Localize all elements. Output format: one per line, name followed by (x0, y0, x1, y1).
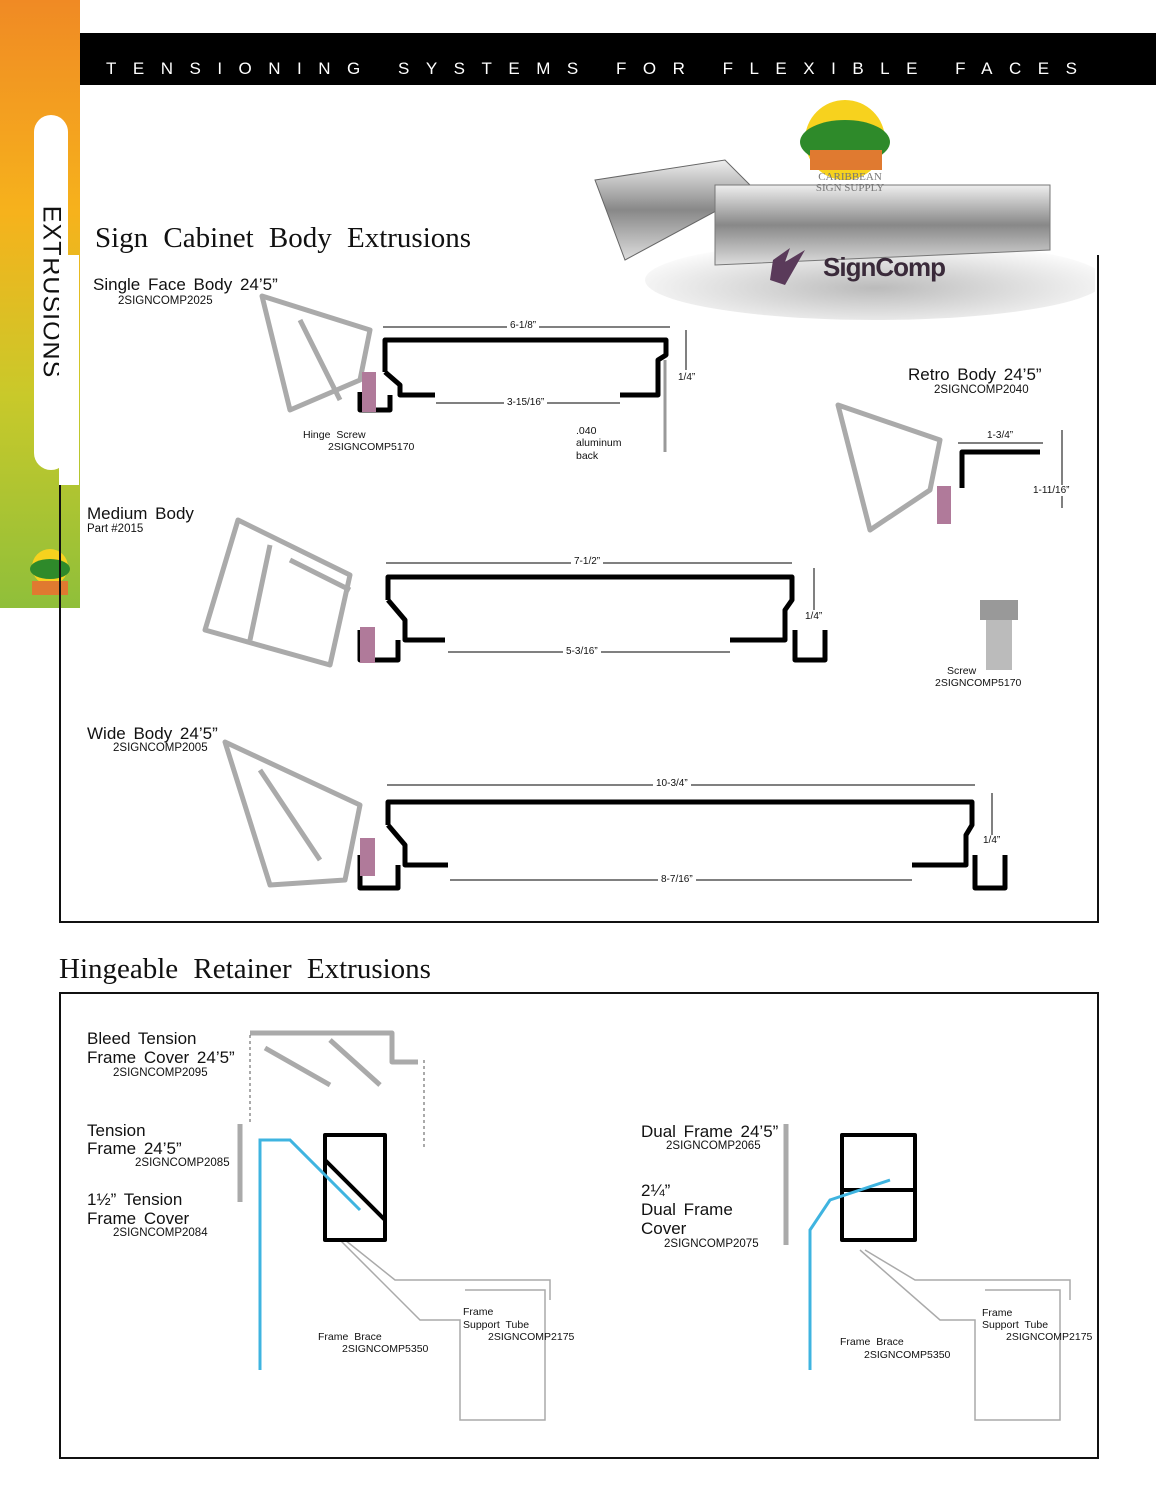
retainer-section-box (59, 992, 1099, 1459)
hinge-screw-part: 2SIGNCOMP5170 (328, 441, 415, 453)
wide-part: 2SIGNCOMP2005 (113, 742, 208, 754)
tube-part-right: 2SIGNCOMP2175 (1006, 1331, 1093, 1343)
medium-lip: 1/4” (802, 611, 826, 622)
brace-label-right: Frame Brace (840, 1336, 904, 1348)
wide-inner: 8-7/16” (658, 874, 696, 885)
tube-part-left: 2SIGNCOMP2175 (488, 1331, 575, 1343)
retro-name: Retro Body 24’5” (908, 365, 1042, 384)
single-inner: 3-15/16” (504, 397, 548, 408)
single-name: Single Face Body 24’5” (93, 275, 278, 294)
hinge-screw-label: Hinge Screw (303, 429, 366, 441)
tube-line1-left: Frame (463, 1306, 494, 1318)
dual-cover-line3: Cover (641, 1219, 687, 1238)
bleed-line1: Bleed Tension (87, 1029, 197, 1048)
cabinet-section-title: Sign Cabinet Body Extrusions (95, 222, 472, 254)
cover-part: 2SIGNCOMP2084 (113, 1227, 208, 1239)
cover-line2: Frame Cover (87, 1209, 190, 1228)
header-bar (80, 33, 1156, 85)
tube-line2-left: Support Tube (463, 1319, 530, 1331)
aluminum-back-1: .040 (576, 425, 597, 437)
bleed-line2: Frame Cover 24’5” (87, 1048, 235, 1067)
dual-name: Dual Frame 24’5” (641, 1122, 779, 1141)
medium-inner: 5-3/16” (563, 646, 601, 657)
box-gap (59, 255, 79, 485)
wide-lip: 1/4” (980, 835, 1004, 846)
cabinet-section-box (59, 255, 1099, 923)
medium-name: Medium Body (87, 504, 194, 523)
brace-part-left: 2SIGNCOMP5350 (342, 1343, 429, 1355)
wide-width: 10-3/4” (653, 778, 691, 789)
tension-part: 2SIGNCOMP2085 (135, 1157, 230, 1169)
medium-width: 7-1/2” (571, 556, 604, 567)
signcomp-logo: SignComp (823, 252, 946, 282)
dual-cover-line2: Dual Frame (641, 1200, 733, 1219)
dual-part: 2SIGNCOMP2065 (666, 1140, 761, 1152)
header-title: TENSIONING SYSTEMS FOR FLEXIBLE FACES (106, 59, 1094, 78)
hero-extrusion-image (575, 90, 1095, 320)
single-part: 2SIGNCOMP2025 (118, 295, 213, 307)
brace-label-left: Frame Brace (318, 1331, 382, 1343)
caribbean-logo-text: CARIBBEAN SIGN SUPPLY (815, 171, 885, 194)
dual-cover-line1: 2¼” (641, 1181, 671, 1200)
tension-line1: Tension (87, 1121, 146, 1140)
single-width: 6-1/8” (507, 320, 540, 331)
tension-line2: Frame 24’5” (87, 1139, 182, 1158)
dual-cover-part: 2SIGNCOMP2075 (664, 1238, 759, 1250)
bleed-part: 2SIGNCOMP2095 (113, 1067, 208, 1079)
single-lip: 1/4” (675, 372, 699, 383)
aluminum-back-2: aluminum (576, 437, 622, 449)
retro-height: 1-11/16” (1030, 485, 1073, 496)
aluminum-back-3: back (576, 450, 599, 462)
wide-name: Wide Body 24’5” (87, 724, 218, 743)
tube-line2-right: Support Tube (982, 1319, 1049, 1331)
retro-part: 2SIGNCOMP2040 (934, 384, 1029, 396)
retro-width: 1-3/4” (984, 430, 1017, 441)
medium-part: Part #2015 (87, 523, 144, 535)
cover-line1: 1½” Tension (87, 1190, 183, 1209)
screw-label: Screw (947, 665, 977, 677)
brace-part-right: 2SIGNCOMP5350 (864, 1349, 951, 1361)
tube-line1-right: Frame (982, 1307, 1013, 1319)
screw-part: 2SIGNCOMP5170 (935, 677, 1022, 689)
retainer-section-title: Hingeable Retainer Extrusions (59, 953, 431, 985)
